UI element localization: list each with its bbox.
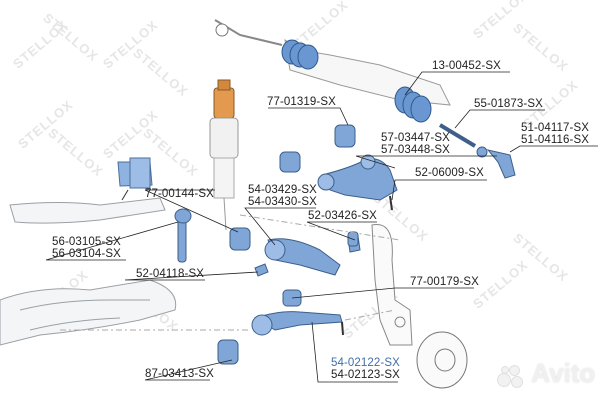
part-label[interactable]: 56-03105-SX [52,236,121,248]
part-label[interactable]: 77-00144-SX [145,188,214,200]
part-label[interactable]: 52-04118-SX [136,268,205,280]
part-label[interactable]: 54-03429-SX [248,184,317,196]
tension-strut-illustration [251,311,344,336]
leader-lines [45,71,598,383]
upper-control-arm-illustration [317,154,398,211]
upper-arm-bushings [217,124,356,365]
part-label[interactable]: 77-01319-SX [267,96,336,108]
part-label[interactable]: 77-00179-SX [410,276,479,288]
part-label[interactable]: 87-03413-SX [145,368,214,380]
part-label[interactable]: 54-02123-SX [331,369,400,381]
tie-rod-illustration [438,123,516,179]
part-label[interactable]: 57-03448-SX [381,144,450,156]
steering-rack-illustration [214,19,451,123]
subframe-illustration [0,279,177,346]
lower-control-arm-illustration [254,235,361,277]
part-label[interactable]: 13-00452-SX [432,60,501,72]
part-label[interactable]: 52-06009-SX [415,167,484,179]
steering-knuckle-illustration [371,223,413,346]
avito-watermark: Avito [495,358,595,389]
air-strut-illustration [209,79,239,231]
part-label[interactable]: 51-04117-SX [521,122,590,134]
avito-wordmark: Avito [531,358,596,388]
part-label[interactable]: 51-04116-SX [521,134,590,146]
part-label[interactable]: 56-03104-SX [52,248,121,260]
avito-logo-icon [495,363,525,389]
part-label[interactable]: 52-03426-SX [308,210,377,222]
part-label[interactable]: 57-03447-SX [381,132,450,144]
part-label[interactable]: 54-03430-SX [248,196,317,208]
part-label-highlighted[interactable]: 54-02122-SX [331,357,400,369]
stabilizer-bar-illustration [9,157,166,224]
wheel-hub-illustration [416,331,468,389]
assembly-guide-lines [60,214,401,331]
part-label[interactable]: 55-01873-SX [474,98,543,110]
stabilizer-link-illustration [174,208,192,263]
